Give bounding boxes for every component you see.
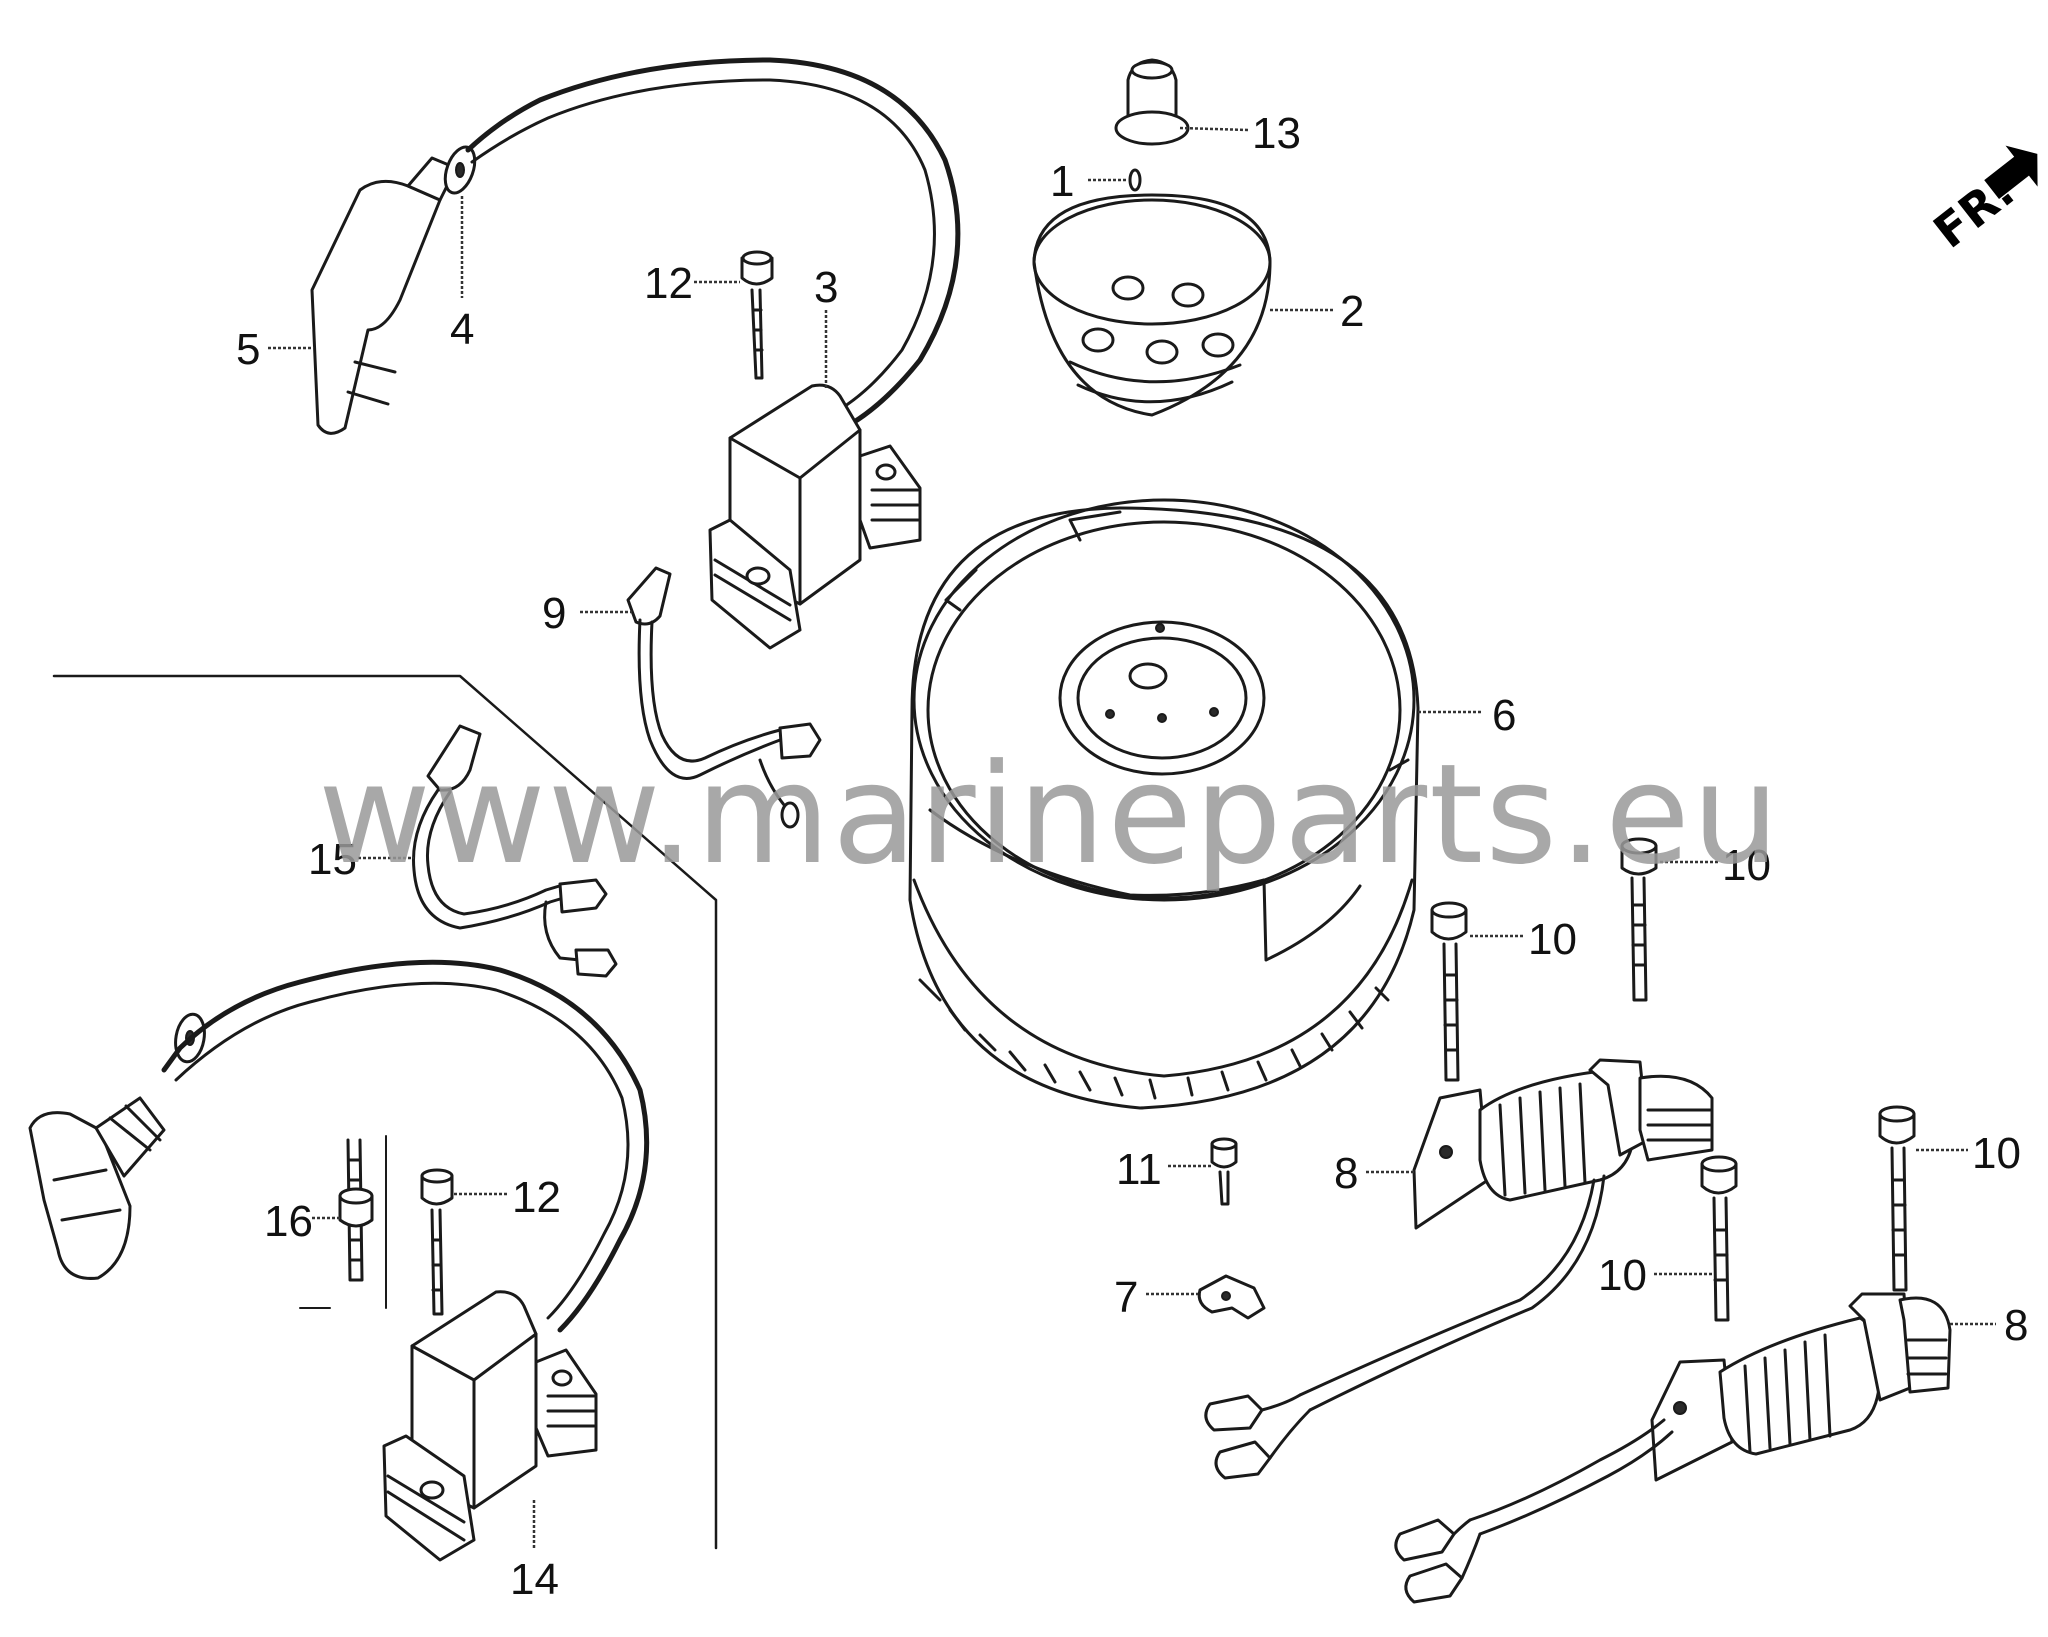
stud-bolt [299, 1135, 387, 1309]
callout-10-a: 10 [1722, 841, 1771, 890]
callout-8-upper: 8 [1334, 1149, 1358, 1198]
leader-13 [1179, 126, 1249, 132]
callout-15: 15 [308, 835, 357, 884]
callout-7: 7 [1114, 1273, 1138, 1322]
callout-10-d: 10 [1598, 1251, 1647, 1300]
callout-16: 16 [264, 1197, 313, 1246]
callout-11: 11 [1116, 1145, 1162, 1194]
upper-charge-coil [1204, 1058, 1714, 1480]
callout-10-b: 10 [1528, 915, 1577, 964]
callout-4: 4 [450, 305, 474, 354]
lower-charge-coil [1394, 1292, 1952, 1604]
flywheel-stator-bolt-c [1878, 1105, 1916, 1292]
lower-ignition-cable [161, 959, 650, 1333]
flywheel-stator-bolt-a [1620, 837, 1658, 1002]
lower-ignition-cable-outline [174, 981, 630, 1320]
callout-12-lower: 12 [512, 1173, 561, 1222]
callout-2: 2 [1340, 287, 1364, 336]
callout-9: 9 [542, 589, 566, 638]
callout-14: 14 [510, 1555, 559, 1604]
upper-ignition-cable-outline [470, 78, 936, 417]
upper-ignition-coil [708, 383, 922, 650]
callout-1: 1 [1050, 157, 1074, 206]
starter-pulley [1032, 193, 1272, 417]
callout-6: 6 [1492, 691, 1516, 740]
upper-cable-grommet [443, 145, 477, 195]
ground-terminal-wire [626, 566, 822, 829]
woodruff-key [1128, 168, 1142, 192]
upper-coil-bolt [740, 250, 774, 380]
front-direction-indicator: FR. [1924, 145, 2038, 259]
coil-screw [1210, 1137, 1238, 1206]
lower-coil-bolt [420, 1168, 454, 1316]
callout-8-lower: 8 [2004, 1301, 2028, 1350]
flywheel [908, 498, 1420, 1110]
flywheel-nut [1114, 58, 1190, 146]
watermark-text: www.marineparts.eu [318, 734, 1781, 895]
lower-spark-plug-cap [28, 1096, 166, 1280]
variant-box-outline [52, 674, 718, 1550]
flywheel-stator-bolt-b [1430, 901, 1468, 1082]
callout-3: 3 [814, 263, 838, 312]
flywheel-stator-bolt-d [1700, 1155, 1738, 1322]
wire-clamp [1197, 1274, 1266, 1320]
lower-ground-wire [412, 724, 618, 978]
lower-ignition-coil [382, 1290, 598, 1562]
callout-13: 13 [1252, 109, 1301, 158]
upper-spark-plug-cap [310, 156, 458, 435]
callout-5: 5 [236, 325, 260, 374]
callout-12-upper: 12 [644, 259, 693, 308]
front-direction-arrow-icon [1984, 145, 2038, 200]
callout-10-c: 10 [1972, 1129, 2021, 1178]
upper-ignition-cable [465, 57, 961, 433]
